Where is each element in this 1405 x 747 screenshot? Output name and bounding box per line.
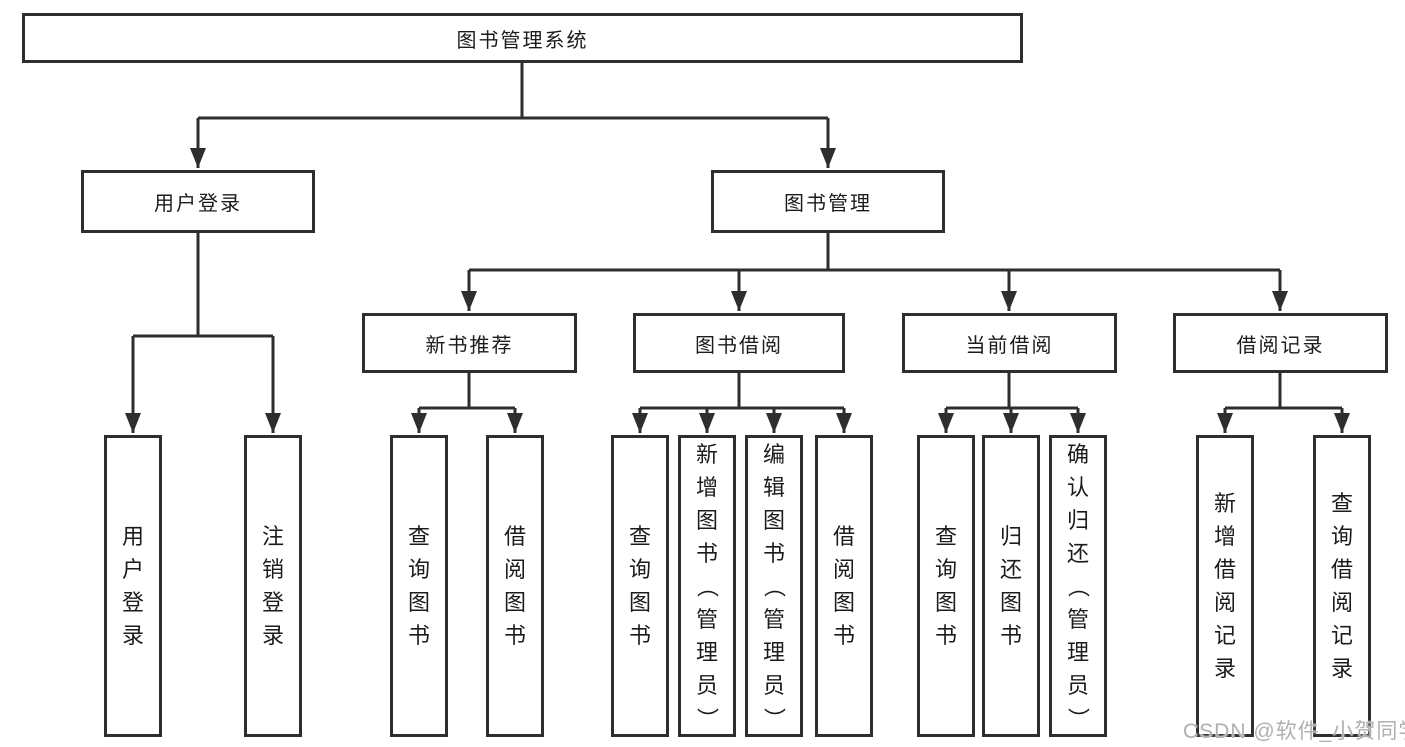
vertical-char: 归 [1066, 507, 1089, 533]
vertical-char: 户 [121, 557, 144, 582]
vertical-char: 图 [407, 590, 430, 615]
vertical-char: 注 [261, 524, 284, 549]
leaf-query-borrow-record: 查询借阅记录 [1313, 435, 1371, 737]
node-book-management: 图书管理 [711, 170, 945, 233]
vertical-char: （ [1065, 574, 1091, 597]
vertical-char: 登 [261, 590, 284, 615]
vertical-char: 询 [628, 557, 651, 582]
vertical-char: 阅 [1213, 590, 1236, 615]
vertical-char: 归 [999, 524, 1022, 549]
vertical-char: 用 [121, 524, 144, 549]
leaf-edit-books-admin: 编辑图书 （ 管理员 ） [745, 435, 803, 737]
vertical-char: 图 [999, 590, 1022, 615]
leaf-add-books-admin: 新增图书 （ 管理员 ） [678, 435, 736, 737]
vertical-char: 图 [628, 590, 651, 615]
vertical-char: 编 [762, 441, 785, 467]
vertical-char: 查 [934, 524, 957, 549]
vertical-char: 新 [1213, 491, 1236, 516]
vertical-char: 图 [934, 590, 957, 615]
vertical-char: 员 [695, 672, 718, 698]
vertical-char: 销 [261, 557, 284, 582]
vertical-char: 理 [1066, 639, 1089, 665]
vertical-char: （ [694, 574, 720, 597]
vertical-char: （ [761, 574, 787, 597]
node-new-book-recommendation: 新书推荐 [362, 313, 577, 373]
vertical-char: 录 [1213, 656, 1236, 681]
vertical-char: 询 [934, 557, 957, 582]
leaf-query-books-current: 查询图书 [917, 435, 975, 737]
vertical-char: 阅 [832, 557, 855, 582]
vertical-char: 录 [261, 623, 284, 648]
vertical-char: 新 [695, 441, 718, 467]
vertical-char: 增 [1213, 524, 1236, 549]
vertical-char: 员 [1066, 672, 1089, 698]
vertical-char: 还 [1066, 540, 1089, 566]
vertical-char: 书 [832, 623, 855, 648]
vertical-char: 图 [503, 590, 526, 615]
leaf-add-borrow-record: 新增借阅记录 [1196, 435, 1254, 737]
vertical-char: 还 [999, 557, 1022, 582]
vertical-char: ） [1065, 706, 1091, 729]
vertical-char: 登 [121, 590, 144, 615]
vertical-char: 记 [1330, 623, 1353, 648]
leaf-borrow-books-recommend: 借阅图书 [486, 435, 544, 737]
leaf-borrow-books: 借阅图书 [815, 435, 873, 737]
leaf-user-login: 用户登录 [104, 435, 162, 737]
vertical-char: 查 [407, 524, 430, 549]
node-library-management-system: 图书管理系统 [22, 13, 1023, 63]
vertical-char: 图 [762, 507, 785, 533]
leaf-logout: 注销登录 [244, 435, 302, 737]
vertical-char: 书 [503, 623, 526, 648]
vertical-char: 书 [695, 540, 718, 566]
vertical-char: 图 [832, 590, 855, 615]
vertical-char: 录 [1330, 656, 1353, 681]
vertical-char: ） [694, 706, 720, 729]
node-borrowing-records: 借阅记录 [1173, 313, 1388, 373]
vertical-char: 管 [1066, 606, 1089, 632]
vertical-char: 理 [762, 639, 785, 665]
vertical-char: 书 [999, 623, 1022, 648]
vertical-char: 借 [503, 524, 526, 549]
vertical-char: 查 [1330, 491, 1353, 516]
node-book-borrowing: 图书借阅 [633, 313, 845, 373]
vertical-char: 书 [407, 623, 430, 648]
vertical-char: 管 [762, 606, 785, 632]
vertical-char: 阅 [1330, 590, 1353, 615]
vertical-char: 查 [628, 524, 651, 549]
vertical-char: 书 [762, 540, 785, 566]
vertical-char: ） [761, 706, 787, 729]
vertical-char: 确 [1066, 441, 1089, 467]
leaf-confirm-return-admin: 确认归还 （ 管理员 ） [1049, 435, 1107, 737]
vertical-char: 询 [407, 557, 430, 582]
leaf-query-books-recommend: 查询图书 [390, 435, 448, 737]
csdn-watermark: CSDN @软件_小贺同学 [1183, 720, 1405, 743]
vertical-char: 书 [934, 623, 957, 648]
leaf-query-books-borrowing: 查询图书 [611, 435, 669, 737]
vertical-char: 录 [121, 623, 144, 648]
vertical-char: 图 [695, 507, 718, 533]
vertical-char: 记 [1213, 623, 1236, 648]
vertical-char: 认 [1066, 474, 1089, 500]
vertical-char: 员 [762, 672, 785, 698]
vertical-char: 借 [1330, 557, 1353, 582]
vertical-char: 书 [628, 623, 651, 648]
vertical-char: 借 [832, 524, 855, 549]
node-user-login: 用户登录 [81, 170, 315, 233]
vertical-char: 辑 [762, 474, 785, 500]
leaf-return-books: 归还图书 [982, 435, 1040, 737]
vertical-char: 管 [695, 606, 718, 632]
vertical-char: 阅 [503, 557, 526, 582]
vertical-char: 询 [1330, 524, 1353, 549]
vertical-char: 借 [1213, 557, 1236, 582]
vertical-char: 理 [695, 639, 718, 665]
node-current-borrowing: 当前借阅 [902, 313, 1117, 373]
vertical-char: 增 [695, 474, 718, 500]
